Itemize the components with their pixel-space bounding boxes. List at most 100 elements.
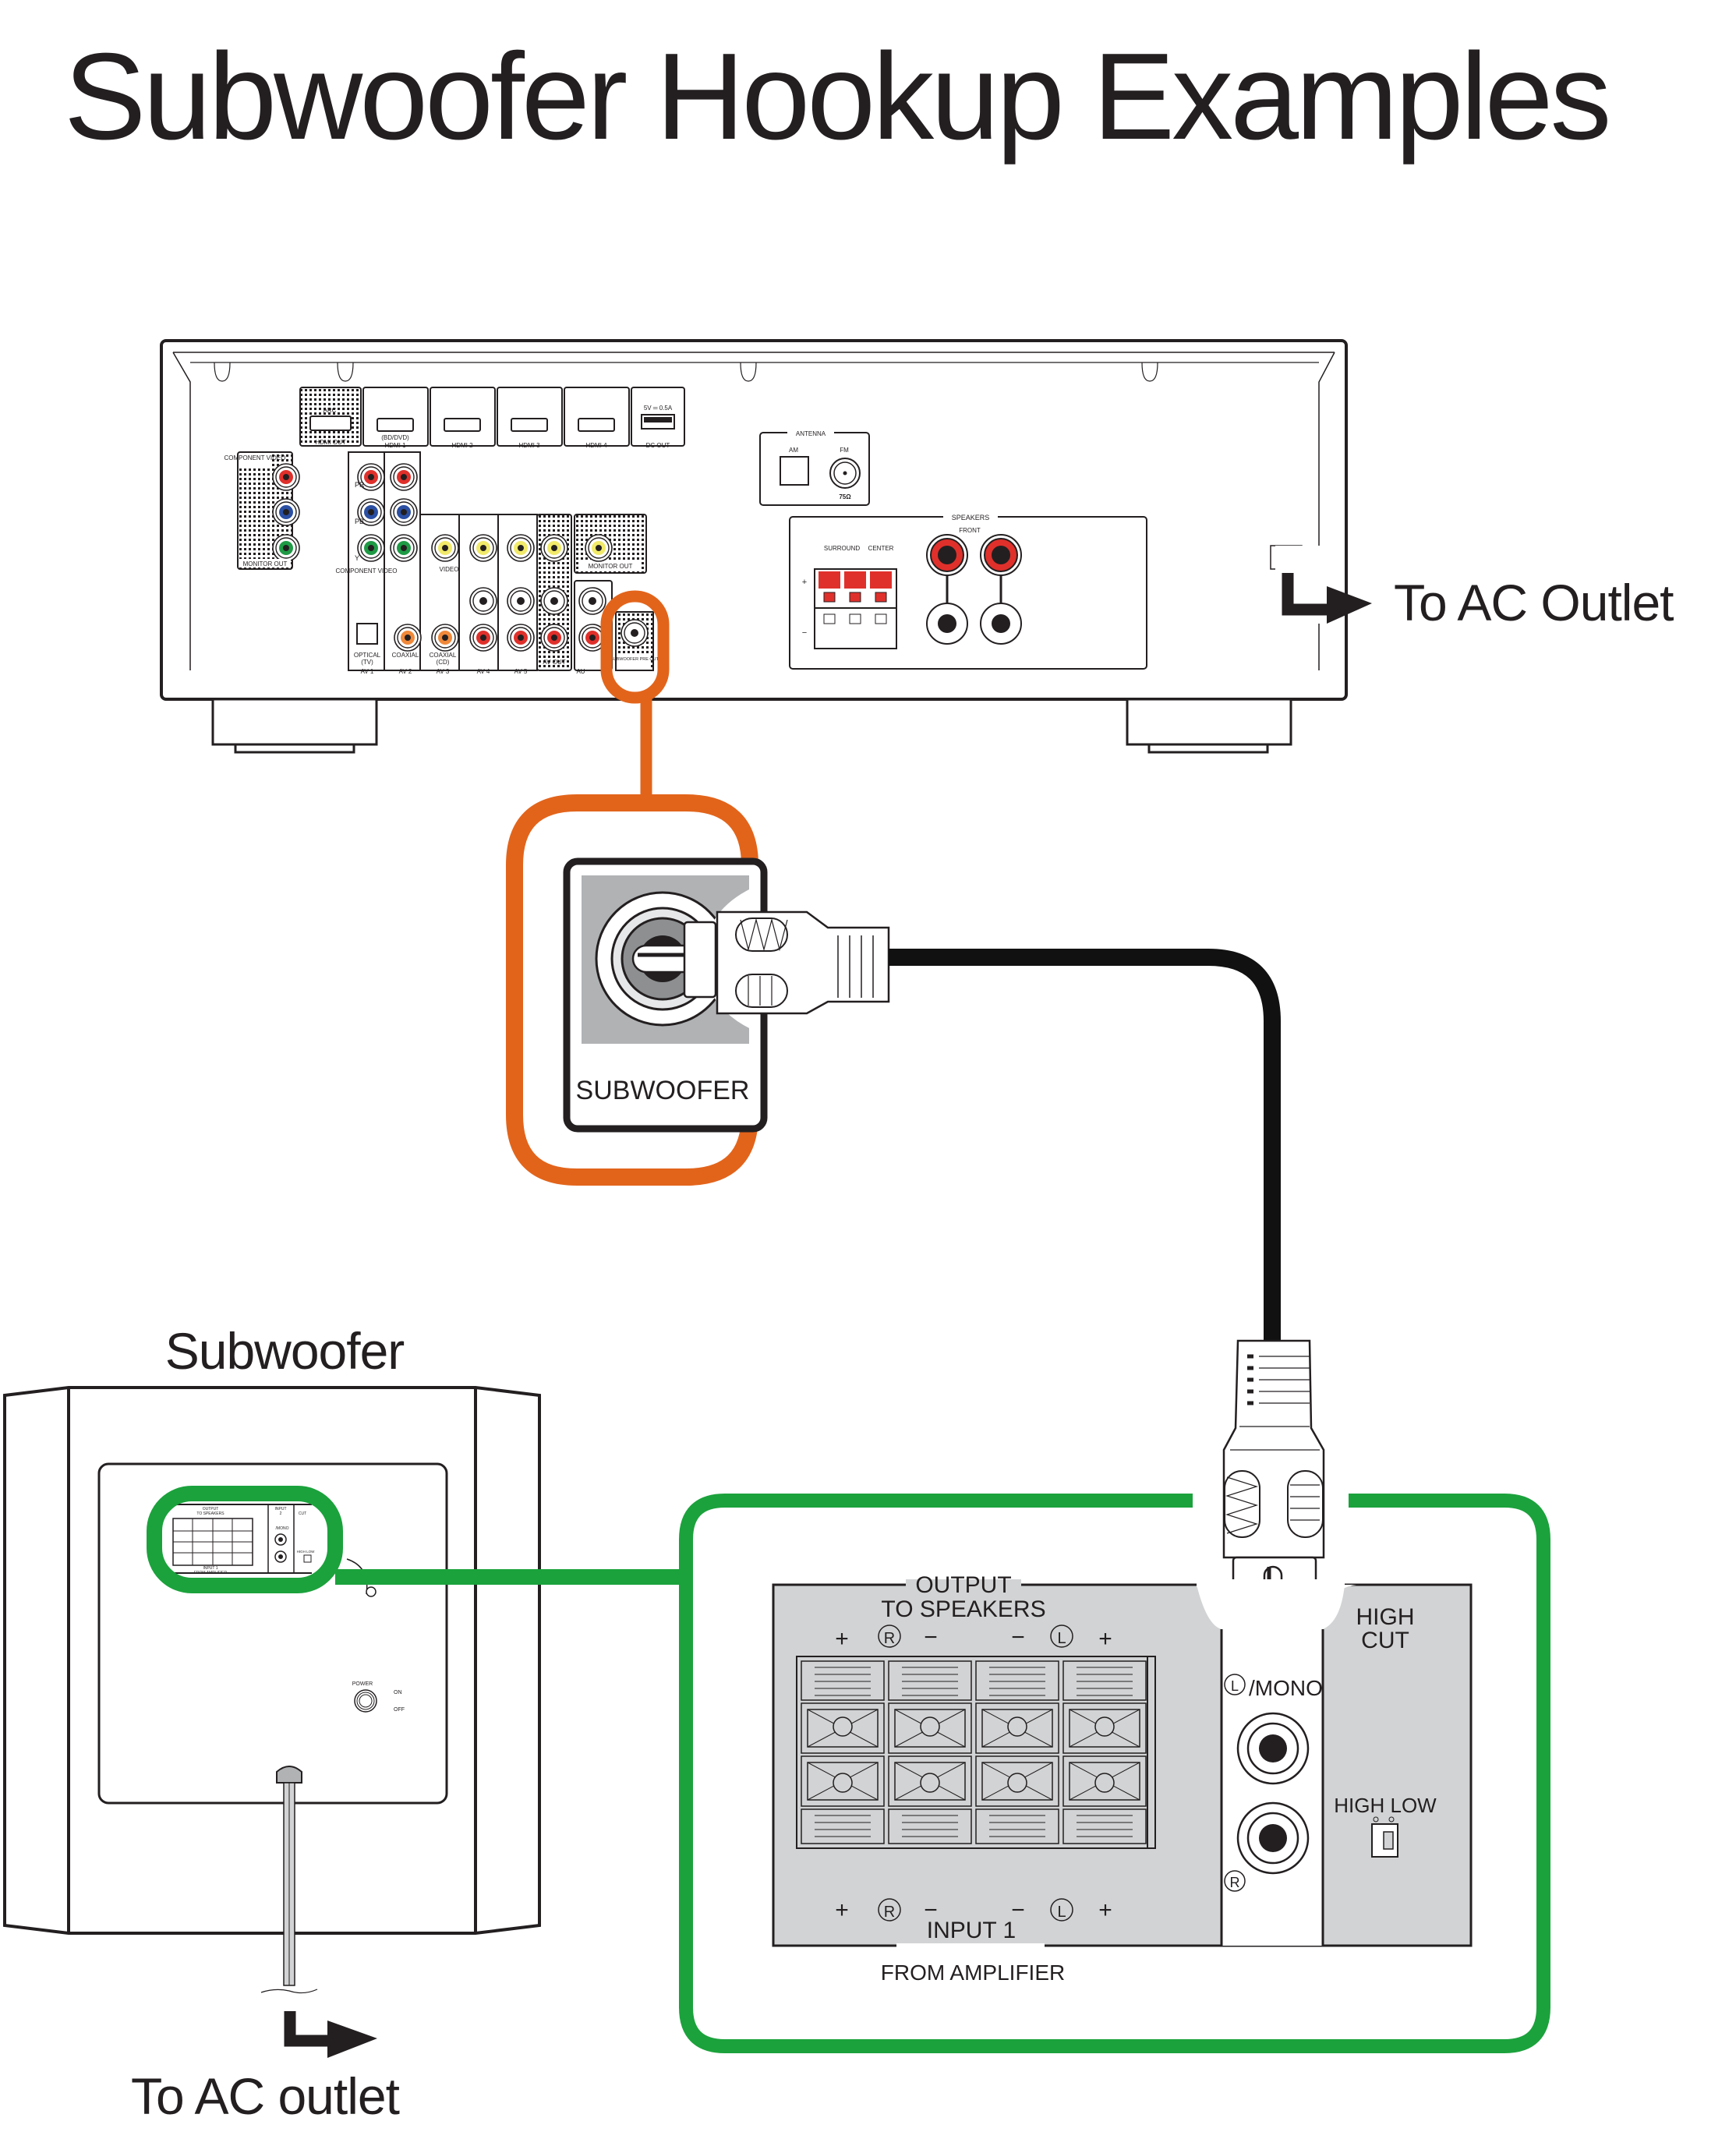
av-receiver: ARC HDMI OUT (BD/DVD) HDMI 1 HDMI 2 HDMI…: [160, 339, 1348, 754]
svg-text:FM: FM: [840, 447, 849, 454]
svg-text:AU: AU: [576, 668, 585, 675]
hdmi-out-label: HDMI OUT: [315, 439, 346, 446]
svg-text:Y: Y: [355, 554, 359, 562]
svg-text:AM: AM: [789, 447, 798, 454]
svg-text:HDMI 3: HDMI 3: [518, 442, 540, 449]
orange-zoom-callout: [506, 794, 758, 1186]
svg-text:TO SPEAKERS: TO SPEAKERS: [196, 1511, 225, 1516]
high-cut-controls: HIGH CUT HIGH LOW: [1334, 1604, 1437, 1858]
output-label: OUTPUT: [915, 1572, 1011, 1598]
svg-text:PR: PR: [355, 481, 365, 489]
speaker-terminals: SPEAKERS SURROUND CENTER FRONT + −: [789, 511, 1147, 670]
high-cut-label-line1: HIGH: [1356, 1604, 1415, 1630]
svg-text:−: −: [924, 1625, 938, 1650]
svg-text:ON: ON: [394, 1690, 402, 1695]
svg-text:INPUT: INPUT: [275, 1507, 287, 1511]
hdmi-2-port: HDMI 2: [430, 387, 496, 449]
svg-text:MONITOR OUT: MONITOR OUT: [243, 560, 288, 567]
svg-text:OFF: OFF: [394, 1707, 405, 1713]
ac-arrow-icon: [284, 2011, 331, 2047]
ac-arrow-head-icon: [1327, 586, 1372, 624]
to-speakers-label: TO SPEAKERS: [881, 1596, 1045, 1622]
svg-text:ANTENNA: ANTENNA: [796, 430, 826, 437]
receiver-foot-right: [1126, 698, 1292, 746]
svg-text:MONITOR OUT: MONITOR OUT: [589, 563, 633, 570]
subwoofer-highlight-ring: [147, 1486, 343, 1593]
subwoofer-cable: [889, 949, 1281, 1341]
svg-text:PB: PB: [355, 518, 364, 525]
svg-text:COAXIAL: COAXIAL: [430, 652, 457, 659]
svg-text:(CD): (CD): [437, 659, 450, 666]
svg-text:AV OUT: AV OUT: [543, 659, 565, 666]
svg-text:+: +: [1098, 1897, 1112, 1923]
svg-text:/MONO: /MONO: [276, 1526, 289, 1531]
svg-text:SUBWOOFER PRE OUT: SUBWOOFER PRE OUT: [610, 657, 659, 662]
svg-text:+: +: [802, 578, 807, 587]
hdmi-4-port: HDMI 4: [564, 387, 630, 449]
terminal-clip: [801, 1660, 885, 1844]
svg-text:COAXIAL: COAXIAL: [392, 652, 419, 659]
svg-text:R: R: [1230, 1875, 1240, 1890]
hdmi-section: ARC HDMI OUT (BD/DVD) HDMI 1 HDMI 2 HDMI…: [299, 387, 685, 449]
subwoofer-pre-out-jack: SUBWOOFER PRE OUT: [610, 611, 659, 671]
receiver-foot-left: [211, 698, 378, 746]
svg-text:OPTICAL: OPTICAL: [354, 652, 381, 659]
rca-plug-receiver-end: [631, 910, 890, 1015]
svg-text:VIDEO: VIDEO: [440, 566, 459, 573]
input-polarity-row: + R − − L +: [835, 1897, 1112, 1923]
receiver-ac-outlet-callout: To AC Outlet: [1282, 573, 1674, 631]
receiver-ac-outlet-label: To AC Outlet: [1394, 574, 1674, 631]
subwoofer-ac-outlet-callout: To AC outlet: [131, 2011, 401, 2125]
svg-text:AV 3: AV 3: [437, 668, 450, 675]
svg-text:AV 1: AV 1: [361, 668, 374, 675]
svg-text:(BD/DVD): (BD/DVD): [381, 434, 409, 441]
svg-text:HIGH LOW: HIGH LOW: [297, 1550, 316, 1554]
optical-input: [356, 623, 378, 645]
svg-text:L: L: [1231, 1678, 1239, 1694]
line-input-jacks: L /MONO R: [1224, 1674, 1323, 1892]
ac-arrow-icon: [1282, 573, 1330, 616]
subwoofer-small-panel: OUTPUT TO SPEAKERS INPUT 1 FROM AMPLIFIE…: [170, 1504, 315, 1575]
svg-text:SURROUND: SURROUND: [824, 545, 860, 552]
svg-text:+: +: [1098, 1626, 1112, 1652]
volume-knob: [366, 1586, 377, 1597]
terminal-clip: [1062, 1660, 1147, 1844]
svg-text:AV 2: AV 2: [399, 668, 412, 675]
subwoofer-jack-label: SUBWOOFER: [576, 1076, 750, 1105]
svg-text:2: 2: [280, 1511, 282, 1516]
component-monitor-out: COMPONENT VIDEO MONITOR OUT: [225, 451, 300, 570]
dc-out-usb-port: 5V ═ 0.5A DC OUT: [631, 387, 685, 449]
am-antenna-terminal: [780, 456, 809, 486]
rca-plug-subwoofer-end: [1222, 1339, 1325, 1678]
svg-text:CUT: CUT: [299, 1511, 306, 1516]
svg-text:R: R: [884, 1630, 895, 1647]
svg-text:−: −: [1011, 1625, 1025, 1650]
hdmi-out-port: [309, 415, 352, 431]
svg-text:AV 5: AV 5: [514, 668, 528, 675]
svg-text:COMPONENT VIDEO: COMPONENT VIDEO: [336, 567, 398, 575]
svg-text:(TV): (TV): [361, 659, 373, 666]
receiver-subwoofer-highlight-ring: [600, 590, 670, 704]
svg-text:L: L: [1057, 1904, 1066, 1921]
av-input-columns: VIDEO MONITOR OUT OPTICAL (TV) COAXIAL C…: [354, 514, 647, 675]
green-zoom-callout: [679, 1494, 1550, 2053]
page-title: Subwoofer Hookup Examples: [64, 28, 1608, 165]
hdmi-arc-label: ARC: [324, 407, 337, 414]
svg-text:+: +: [835, 1626, 849, 1652]
svg-text:COMPONENT VIDEO: COMPONENT VIDEO: [225, 454, 286, 461]
output-polarity-row: + R − − L +: [835, 1625, 1112, 1652]
svg-text:AV 4: AV 4: [477, 668, 490, 675]
svg-text:75Ω: 75Ω: [839, 493, 851, 500]
svg-text:CENTER: CENTER: [868, 545, 894, 552]
antenna-section: ANTENNA AM FM 75Ω: [759, 428, 870, 506]
subwoofer-power-switch: POWER ON OFF: [352, 1681, 405, 1713]
input-1-label: INPUT 1: [927, 1918, 1016, 1943]
subwoofer-heading: Subwoofer: [165, 1322, 405, 1380]
terminal-clip: [975, 1660, 1059, 1844]
terminal-clip: [888, 1660, 972, 1844]
svg-text:DC OUT: DC OUT: [646, 442, 670, 449]
svg-text:5V ═ 0.5A: 5V ═ 0.5A: [644, 405, 673, 412]
svg-text:−: −: [802, 628, 807, 638]
hdmi-1-port: (BD/DVD) HDMI 1: [362, 387, 429, 449]
